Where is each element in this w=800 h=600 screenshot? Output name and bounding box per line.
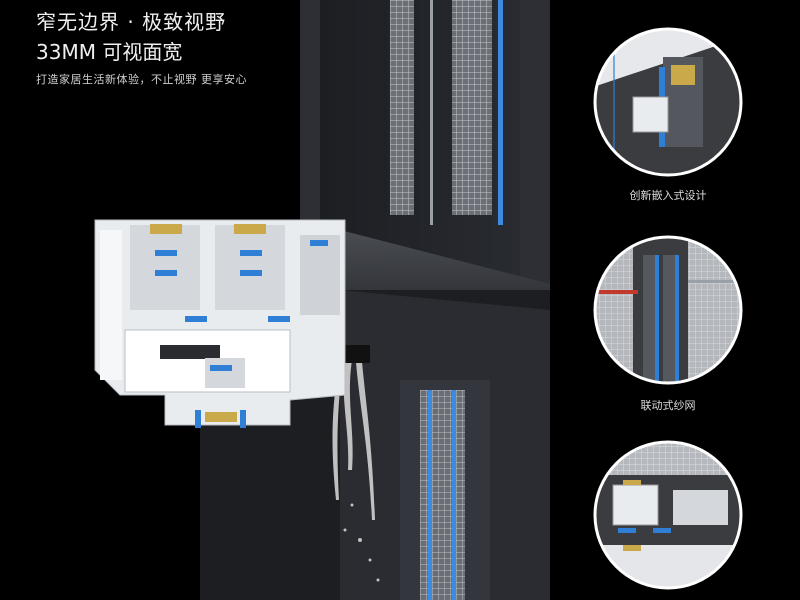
headline-tagline: 打造家居生活新体验，不止视野 更享安心 xyxy=(36,73,247,86)
headline-title: 窄无边界 · 极致视野 xyxy=(36,10,227,34)
water-drainage-splash xyxy=(332,360,380,582)
feature-embedded-design: 创新嵌入式设计 xyxy=(593,27,743,202)
headline-subtitle: 33MM 可视面宽 xyxy=(36,40,183,64)
feature-label-screen: 联动式纱网 xyxy=(640,399,696,412)
feature-drainage-profile xyxy=(593,440,743,590)
profile-cross-section xyxy=(94,219,346,428)
drainage-profile-detail-icon xyxy=(593,440,743,590)
linked-screen-detail-icon xyxy=(593,235,743,385)
embedded-frame-detail-icon xyxy=(593,27,743,177)
feature-linked-screen: 联动式纱网 xyxy=(593,235,743,412)
feature-label-embedded: 创新嵌入式设计 xyxy=(629,189,707,202)
headline-block: 窄无边界 · 极致视野 33MM 可视面宽 打造家居生活新体验，不止视野 更享安… xyxy=(36,8,247,88)
lower-window-frame xyxy=(200,290,550,600)
